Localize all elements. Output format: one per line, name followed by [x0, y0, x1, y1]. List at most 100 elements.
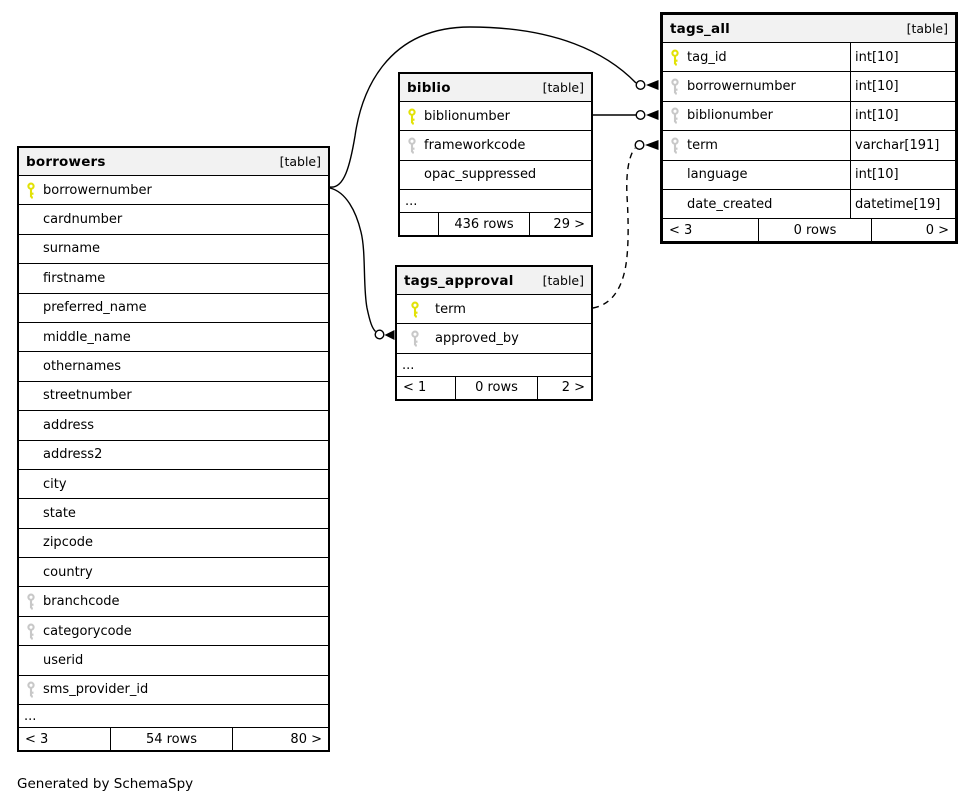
column-name: country [43, 564, 93, 580]
column-name: userid [43, 652, 84, 668]
column-name: tag_id [687, 49, 727, 65]
column-row-tag_id: tag_id int[10] [663, 42, 955, 72]
more-columns-ellipsis: ... [19, 704, 328, 727]
crowsfoot-arrow-marker [646, 110, 659, 120]
column-name: othernames [43, 359, 122, 375]
implied-degree-right: 80 > [232, 728, 328, 751]
table-type-label: [table] [542, 80, 584, 95]
crowsfoot-arrow-marker [384, 330, 395, 340]
table-title: tags_approval [404, 272, 514, 289]
column-type: int[10] [850, 43, 955, 72]
row-count: 54 rows [110, 728, 232, 751]
column-name: streetnumber [43, 388, 132, 404]
foreign-key-icon [669, 78, 687, 95]
table-tags_approval-header: tags_approval [table] [397, 267, 591, 294]
primary-key-icon [669, 49, 687, 66]
column-type: varchar[191] [850, 131, 955, 160]
column-name: term [687, 137, 718, 153]
column-name: surname [43, 241, 100, 257]
table-biblio-footer: 436 rows 29 > [400, 212, 591, 236]
row-count: 0 rows [758, 219, 871, 242]
column-row-preferred_name: preferred_name [19, 292, 328, 322]
relationship-line-borrowers-tags_approval [329, 187, 377, 332]
column-row-biblionumber: biblionumber [400, 101, 591, 131]
column-row-othernames: othernames [19, 351, 328, 381]
column-row-language: language int[10] [663, 159, 955, 189]
column-name: approved_by [435, 331, 519, 347]
more-columns-ellipsis: ... [400, 189, 591, 212]
table-tags_all[interactable]: tags_all [table] tag_id int[10] borrower… [660, 12, 958, 245]
crowsfoot-arrow-marker [645, 140, 659, 150]
table-borrowers[interactable]: borrowers [table] borrowernumber cardnum… [17, 146, 330, 753]
column-row-zipcode: zipcode [19, 527, 328, 558]
table-tags_approval-footer: < 1 0 rows 2 > [397, 375, 591, 399]
column-name: middle_name [43, 329, 131, 345]
column-row-city: city [19, 468, 328, 499]
column-row-date_created: date_created datetime[19] [663, 188, 955, 219]
column-row-term: term [397, 294, 591, 324]
column-row-country: country [19, 557, 328, 587]
primary-key-icon [25, 182, 43, 199]
column-name: zipcode [43, 535, 94, 551]
column-name: preferred_name [43, 300, 147, 316]
cardinality-circle-marker [634, 139, 645, 150]
foreign-key-icon [406, 137, 424, 154]
column-row-address: address [19, 410, 328, 440]
column-row-address2: address2 [19, 439, 328, 469]
foreign-key-icon [669, 137, 687, 154]
table-type-label: [table] [906, 21, 948, 36]
foreign-key-icon [25, 681, 43, 698]
relationship-line-borrowers-tags_all [329, 26, 637, 188]
column-name: term [435, 301, 466, 317]
column-type: int[10] [850, 160, 955, 189]
column-row-term: term varchar[191] [663, 130, 955, 160]
column-name: sms_provider_id [43, 682, 149, 698]
foreign-key-icon [669, 107, 687, 124]
implied-degree-right: 29 > [529, 213, 591, 236]
implied-degree-left: < 3 [669, 222, 693, 238]
table-tags_all-footer: < 3 0 rows 0 > [663, 218, 955, 242]
primary-key-icon [409, 301, 427, 318]
column-row-streetnumber: streetnumber [19, 380, 328, 411]
column-row-surname: surname [19, 233, 328, 264]
column-row-branchcode: branchcode [19, 586, 328, 616]
column-row-categorycode: categorycode [19, 615, 328, 646]
column-name: categorycode [43, 623, 132, 639]
implied-degree-left [400, 213, 438, 235]
foreign-key-icon [409, 330, 427, 347]
column-row-sms_provider_id: sms_provider_id [19, 674, 328, 705]
table-biblio[interactable]: biblio [table] biblionumber frameworkcod… [398, 72, 593, 238]
column-name: date_created [687, 196, 773, 212]
table-tags_all-header: tags_all [table] [663, 15, 955, 42]
column-name: borrowernumber [687, 79, 796, 95]
column-name: address [43, 417, 95, 433]
row-count: 436 rows [438, 213, 529, 236]
implied-degree-left: < 1 [403, 380, 427, 396]
implied-degree-right: 0 > [871, 219, 955, 242]
column-row-opac_suppressed: opac_suppressed [400, 159, 591, 190]
column-row-borrowernumber: borrowernumber int[10] [663, 71, 955, 101]
column-name: frameworkcode [424, 138, 526, 154]
table-title: biblio [407, 79, 451, 96]
column-row-frameworkcode: frameworkcode [400, 130, 591, 160]
column-name: branchcode [43, 594, 120, 610]
table-title: borrowers [26, 153, 106, 170]
column-name: language [687, 167, 748, 183]
row-count: 0 rows [455, 376, 537, 399]
column-name: state [43, 505, 76, 521]
column-name: city [43, 476, 67, 492]
column-row-userid: userid [19, 645, 328, 675]
column-type: datetime[19] [850, 189, 955, 219]
column-name: cardnumber [43, 212, 123, 228]
generated-by-caption: Generated by SchemaSpy [17, 776, 194, 792]
foreign-key-icon [25, 593, 43, 610]
column-type: int[10] [850, 101, 955, 131]
table-borrowers-footer: < 3 54 rows 80 > [19, 727, 328, 751]
column-row-approved_by: approved_by [397, 323, 591, 353]
relationship-line-tags_approval-tags_all [592, 147, 636, 309]
cardinality-circle-marker [635, 79, 646, 90]
table-tags_approval[interactable]: tags_approval [table] term approved_by .… [395, 265, 593, 401]
column-row-borrowernumber: borrowernumber [19, 175, 328, 205]
